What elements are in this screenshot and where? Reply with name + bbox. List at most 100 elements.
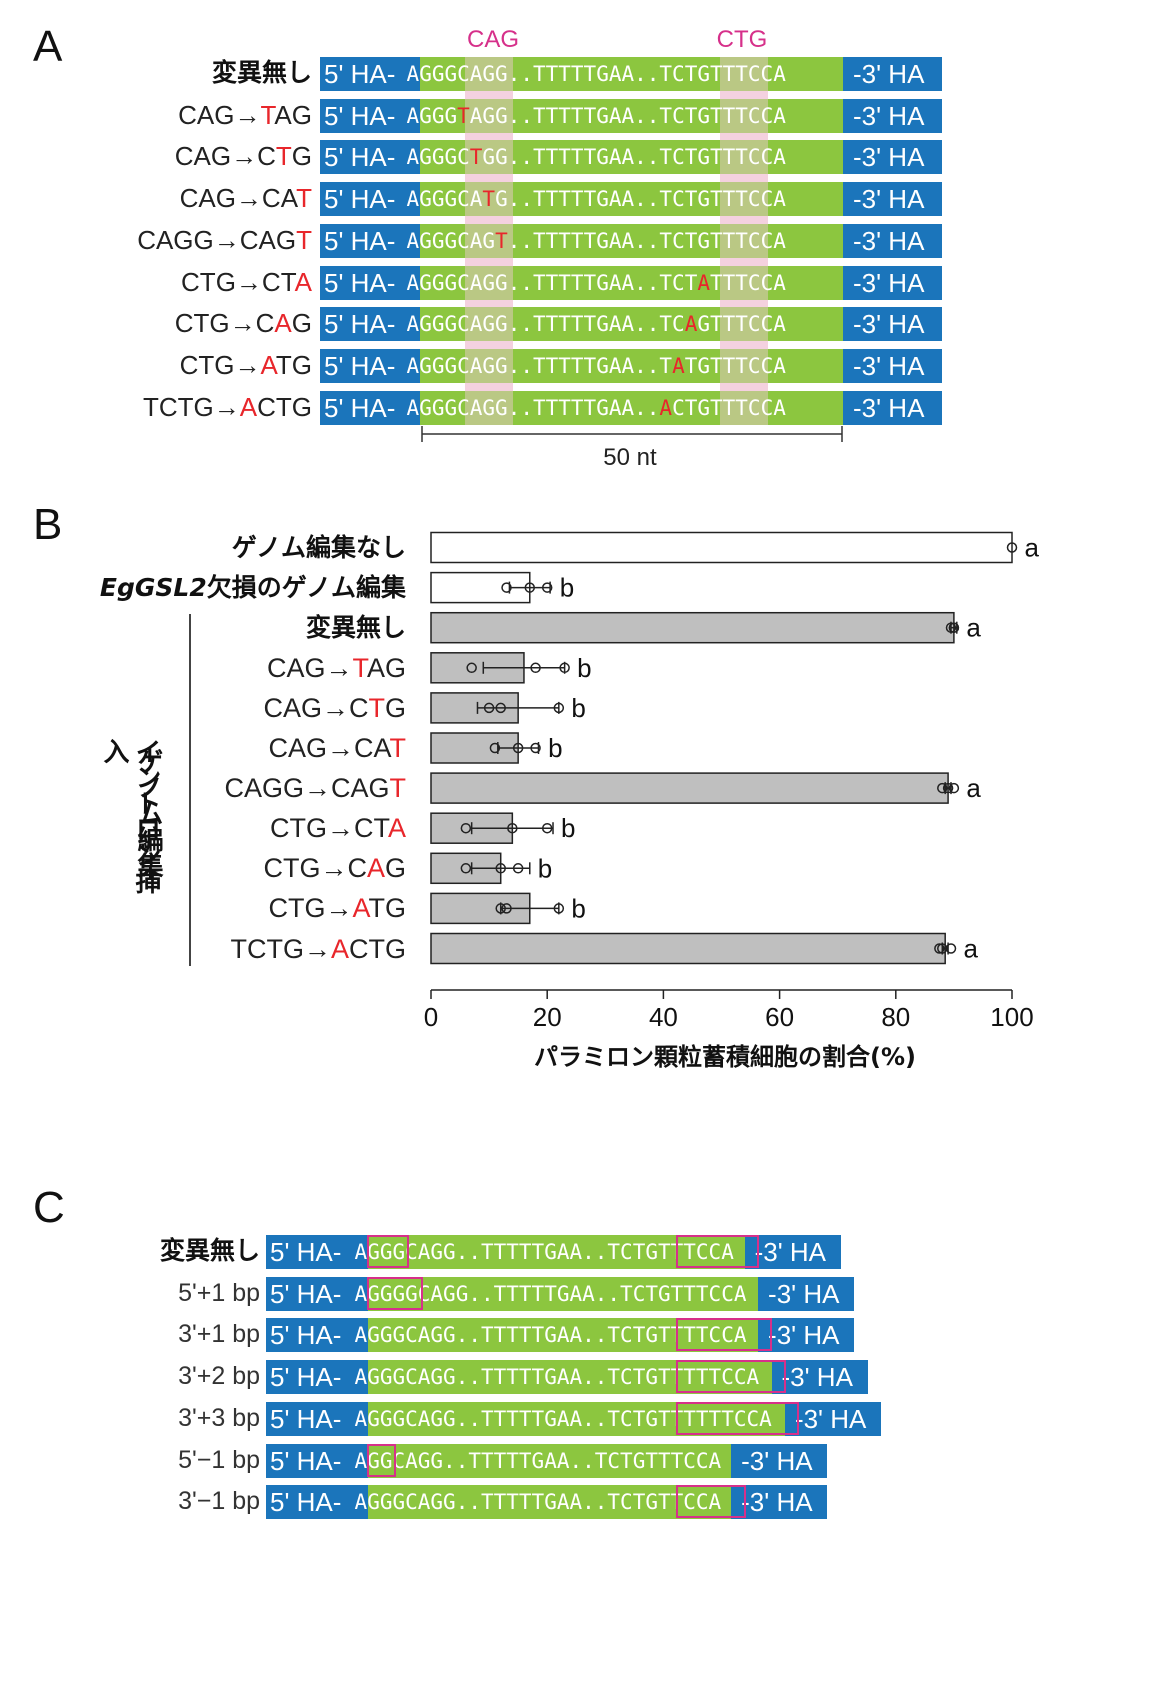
category-label-part: CTG→CT xyxy=(270,813,388,844)
significance-letter: b xyxy=(571,893,585,923)
ha-left-label: 5' HA- xyxy=(324,267,396,298)
ha-left-block xyxy=(320,348,420,383)
row-label-part: T xyxy=(296,183,312,214)
category-label-part: CAG→CA xyxy=(268,733,390,763)
row-label-part: CAG→C xyxy=(174,141,276,172)
insert-block xyxy=(420,265,843,300)
group-label-line2: ゲノム編集 xyxy=(133,748,163,878)
significance-letter: a xyxy=(966,613,981,643)
data-point xyxy=(1006,542,1018,553)
row-label-part: CAG→ xyxy=(178,99,261,130)
highlight-ctg xyxy=(720,223,768,258)
significance-letter: b xyxy=(571,693,585,723)
highlight-cag xyxy=(465,265,513,300)
highlight-box xyxy=(676,1401,800,1435)
ha-right-block xyxy=(843,265,942,300)
highlight-ctg xyxy=(720,348,768,383)
category-label: ゲノム編集なし xyxy=(232,530,406,566)
group-bracket-line xyxy=(189,614,191,966)
row-label-part: A xyxy=(239,391,258,422)
ha-left-block xyxy=(266,1235,368,1269)
data-point xyxy=(512,863,524,874)
category-label-part: TCTG→ xyxy=(230,933,331,964)
sequence-text: AGGCAGG..TTTTTGAA..TCTGTTTCCA xyxy=(354,1448,722,1473)
ha-right-label: -3' HA xyxy=(853,267,925,298)
sequence-text: AGGGCAGG..TTTTTGAA..ACTGTTTCCA xyxy=(407,391,857,425)
row-label-part: TCTG→ xyxy=(143,391,240,422)
sequence-row: 5' HA-AGGGCAGG..TTTTTGAA..TCTATTTCCA-3' … xyxy=(320,265,942,300)
category-label: TCTG→ACTG xyxy=(230,931,406,967)
sequence-text: AGGGCAGG..TTTTTGAA..TCTGTTTTTCCA xyxy=(354,1365,760,1390)
sequence-text: AGGGTAGG..TTTTTGAA..TCTGTTTCCA xyxy=(407,99,857,133)
sequence-row: 5' HA-AGGGCAGG..TTTTTGAA..TATGTTTCCA-3' … xyxy=(320,348,942,383)
highlight-cag xyxy=(465,98,513,133)
sequence-part: A xyxy=(672,353,685,378)
insert-block xyxy=(420,307,843,342)
ha-right-label: -3' HA xyxy=(781,1362,853,1393)
ha-left-label: 5' HA- xyxy=(324,392,396,423)
sequence-part: T xyxy=(457,103,470,128)
row-label-part: T xyxy=(275,141,292,172)
row-label: CTG→ATG xyxy=(180,348,312,382)
row-label: CTG→CAG xyxy=(175,306,312,340)
ha-right-block xyxy=(731,1485,828,1520)
ha-left-block xyxy=(320,140,420,175)
significance-letter: b xyxy=(548,733,562,763)
insert-block xyxy=(368,1360,772,1395)
sequence-part: AGGGCAGG..TTTTTGAA..TCT xyxy=(406,270,698,295)
data-point xyxy=(559,662,570,674)
insert-block xyxy=(368,1485,732,1520)
category-label-part: T xyxy=(389,733,407,763)
group-label: イントロン挿入 ゲノム編集 xyxy=(98,738,166,900)
highlight-ctg xyxy=(720,265,768,300)
ha-left-block xyxy=(320,307,420,342)
data-point xyxy=(937,782,948,794)
data-point xyxy=(524,582,536,593)
category-label-part: G xyxy=(384,853,406,884)
data-point xyxy=(541,822,553,834)
row-label: 5'+1 bp xyxy=(178,1278,260,1307)
ha-right-label: -3' HA xyxy=(853,225,925,256)
category-label-part: EgGSL2 xyxy=(99,572,207,602)
sequence-part: AGG..TTTTTGAA..TCTGTTTCCA xyxy=(469,103,786,128)
category-label: CAGG→CAGT xyxy=(224,770,406,806)
row-label: 3'+3 bp xyxy=(178,1403,260,1432)
highlight-box xyxy=(367,1443,396,1477)
category-label-part: CTG xyxy=(349,933,406,964)
x-tick-label: 40 xyxy=(649,1002,678,1030)
sequence-row: 5' HA-AGGGCAGG..TTTTTGAA..TCTGTTTTTTCCA-… xyxy=(266,1401,881,1436)
ha-right-block xyxy=(843,182,942,217)
category-label-part: 欠損のゲノム編集 xyxy=(206,572,406,602)
sequence-row: 5' HA-AGGGCAGG..TTTTTGAA..TCTGTTTTCCA-3'… xyxy=(266,1318,855,1353)
category-label-part: CTG→C xyxy=(263,853,367,884)
row-label-part: TG xyxy=(275,349,312,380)
x-tick-label: 60 xyxy=(765,1002,794,1030)
row-label: 3'−1 bp xyxy=(178,1487,260,1516)
ha-right-block xyxy=(843,348,942,383)
sequence-text: AGGGCAGG..TTTTTGAA..TCTGTTCCA xyxy=(354,1490,722,1515)
highlight-box xyxy=(367,1235,410,1268)
category-label-part: ゲノム編集なし xyxy=(231,532,406,562)
insert-block xyxy=(368,1235,745,1269)
row-label: CAG→CAT xyxy=(180,181,312,215)
x-tick-label: 0 xyxy=(424,1002,438,1030)
sequence-row: 5' HA-AGGGCTGG..TTTTTGAA..TCTGTTTCCA-3' … xyxy=(320,140,942,175)
ha-right-block xyxy=(758,1276,855,1311)
row-label-part: A xyxy=(294,266,312,297)
highlight-ctg xyxy=(720,390,768,425)
ha-right-label: -3' HA xyxy=(853,309,925,340)
sequence-text: AGGGGCAGG..TTTTTGAA..TCTGTTTCCA xyxy=(354,1281,747,1306)
x-tick-label: 100 xyxy=(990,1002,1033,1030)
ha-left-block xyxy=(320,223,420,258)
data-point xyxy=(934,943,945,954)
data-point xyxy=(948,622,960,633)
sequence-row: 5' HA-AGGGTAGG..TTTTTGAA..TCTGTTTCCA-3' … xyxy=(320,98,942,133)
ha-right-block xyxy=(784,1401,881,1436)
category-label-part: CAG→ xyxy=(266,652,353,683)
category-label-part: TG xyxy=(368,893,407,924)
sequence-part: AGGGC xyxy=(406,145,470,170)
category-label-part: A xyxy=(387,813,406,844)
sequence-part: AGGGCAGG..TTTTTGAA..T xyxy=(406,353,673,378)
row-label-part: T xyxy=(260,99,275,130)
ha-right-label: -3' HA xyxy=(768,1320,840,1351)
